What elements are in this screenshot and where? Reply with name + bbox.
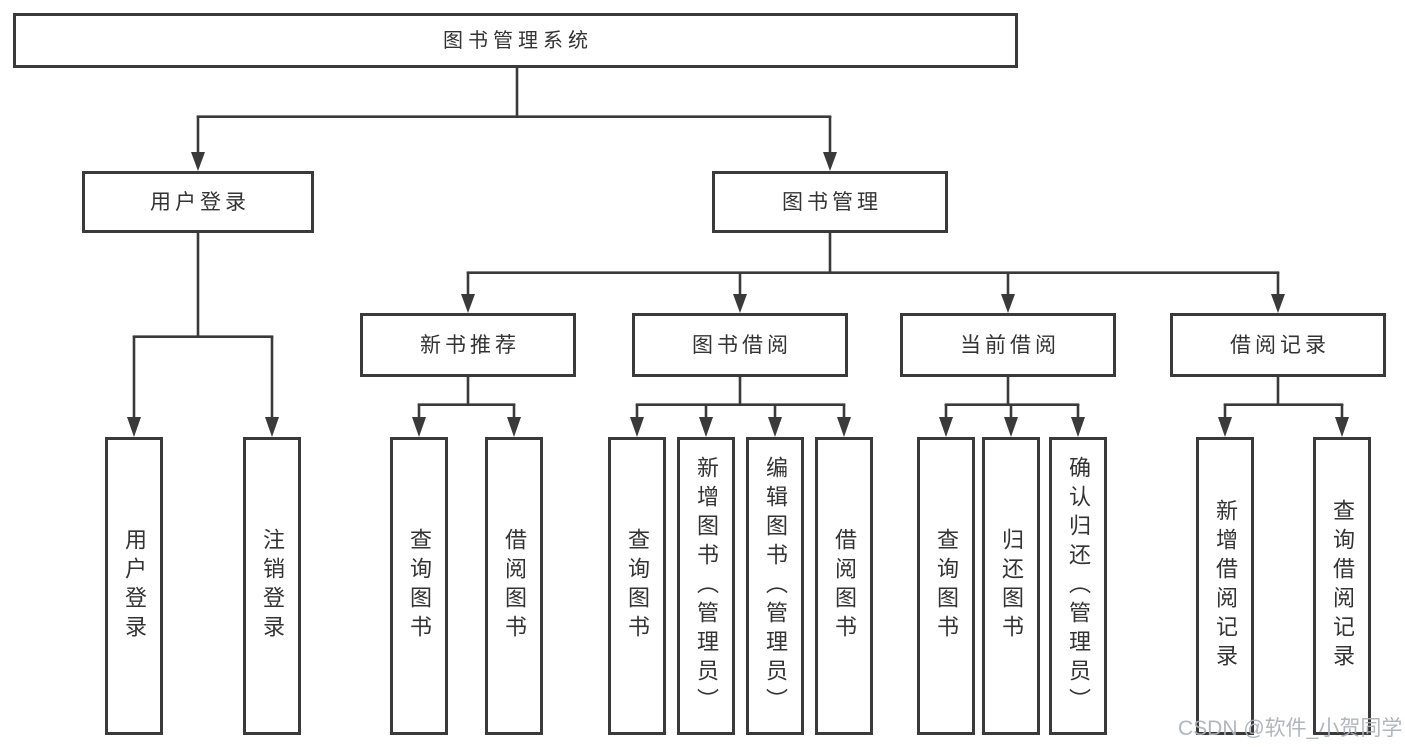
leaf-add-book-admin: 新增图书（管理员）: [677, 437, 735, 735]
leaf-confirm-return-admin: 确认归还（管理员）: [1049, 437, 1107, 735]
leaf-query-books-current: 查询图书: [917, 437, 975, 735]
node-user-login-module: 用户登录: [82, 171, 314, 233]
leaf-query-borrow-record: 查询借阅记录: [1313, 437, 1371, 735]
leaf-return-books: 归还图书: [982, 437, 1040, 735]
leaf-borrow-books-recommend: 借阅图书: [485, 437, 543, 735]
leaf-add-borrow-record: 新增借阅记录: [1196, 437, 1254, 735]
leaf-edit-book-admin: 编辑图书（管理员）: [746, 437, 804, 735]
node-new-book-recommend: 新书推荐: [360, 313, 576, 377]
leaf-query-books-recommend: 查询图书: [390, 437, 448, 735]
node-book-borrowing: 图书借阅: [632, 313, 848, 377]
leaf-user-login: 用户登录: [105, 437, 163, 735]
csdn-watermark: CSDN @软件_小贺同学: [1178, 717, 1403, 740]
leaf-logout: 注销登录: [243, 437, 301, 735]
node-book-management-module: 图书管理: [712, 171, 948, 233]
node-borrow-records: 借阅记录: [1170, 313, 1386, 377]
arrowheads: [127, 152, 1349, 437]
node-current-borrowing: 当前借阅: [900, 313, 1116, 377]
leaf-borrow-books: 借阅图书: [815, 437, 873, 735]
leaf-query-books-borrowing: 查询图书: [608, 437, 666, 735]
node-root-system: 图书管理系统: [13, 13, 1018, 68]
